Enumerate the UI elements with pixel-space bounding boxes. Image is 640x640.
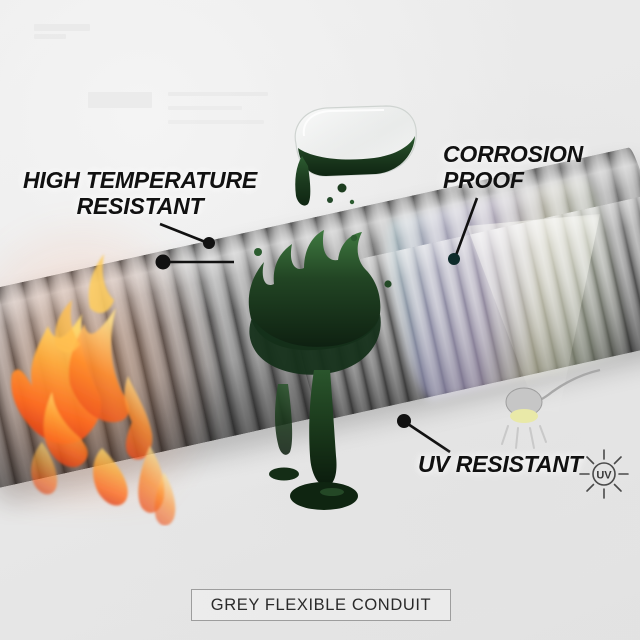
watermark-bar-6 [168, 120, 264, 124]
caption-grey-flexible-conduit: GREY FLEXIBLE CONDUIT [191, 589, 451, 621]
hanging-lamp-icon [501, 368, 601, 449]
watermark-bar-5 [168, 106, 242, 110]
sun-uv-icon: UV [579, 449, 629, 499]
label-corrosion-proof: CORROSION PROOF [443, 141, 633, 194]
watermark-bar-3 [88, 92, 152, 108]
label-corrosion-line1: CORROSION [443, 141, 584, 167]
label-high-temperature-line2: RESISTANT [76, 192, 204, 219]
label-uv-resistant: UV RESISTANT [418, 451, 583, 477]
oil-splash-icon [248, 230, 392, 375]
watermark-bar-1 [34, 24, 90, 31]
label-high-temperature-resistant: HIGH TEMPERATURE RESISTANT [18, 167, 262, 220]
label-high-temperature-line1: HIGH TEMPERATURE [22, 167, 258, 193]
flame-icon [11, 254, 176, 526]
oil-drip-icon [269, 370, 358, 510]
sun-uv-icon-text: UV [596, 470, 612, 482]
watermark-bar-2 [34, 34, 66, 39]
watermark-bar-4 [168, 92, 268, 96]
beaker-pouring-icon [294, 105, 417, 206]
label-corrosion-line2: PROOF [443, 166, 524, 193]
